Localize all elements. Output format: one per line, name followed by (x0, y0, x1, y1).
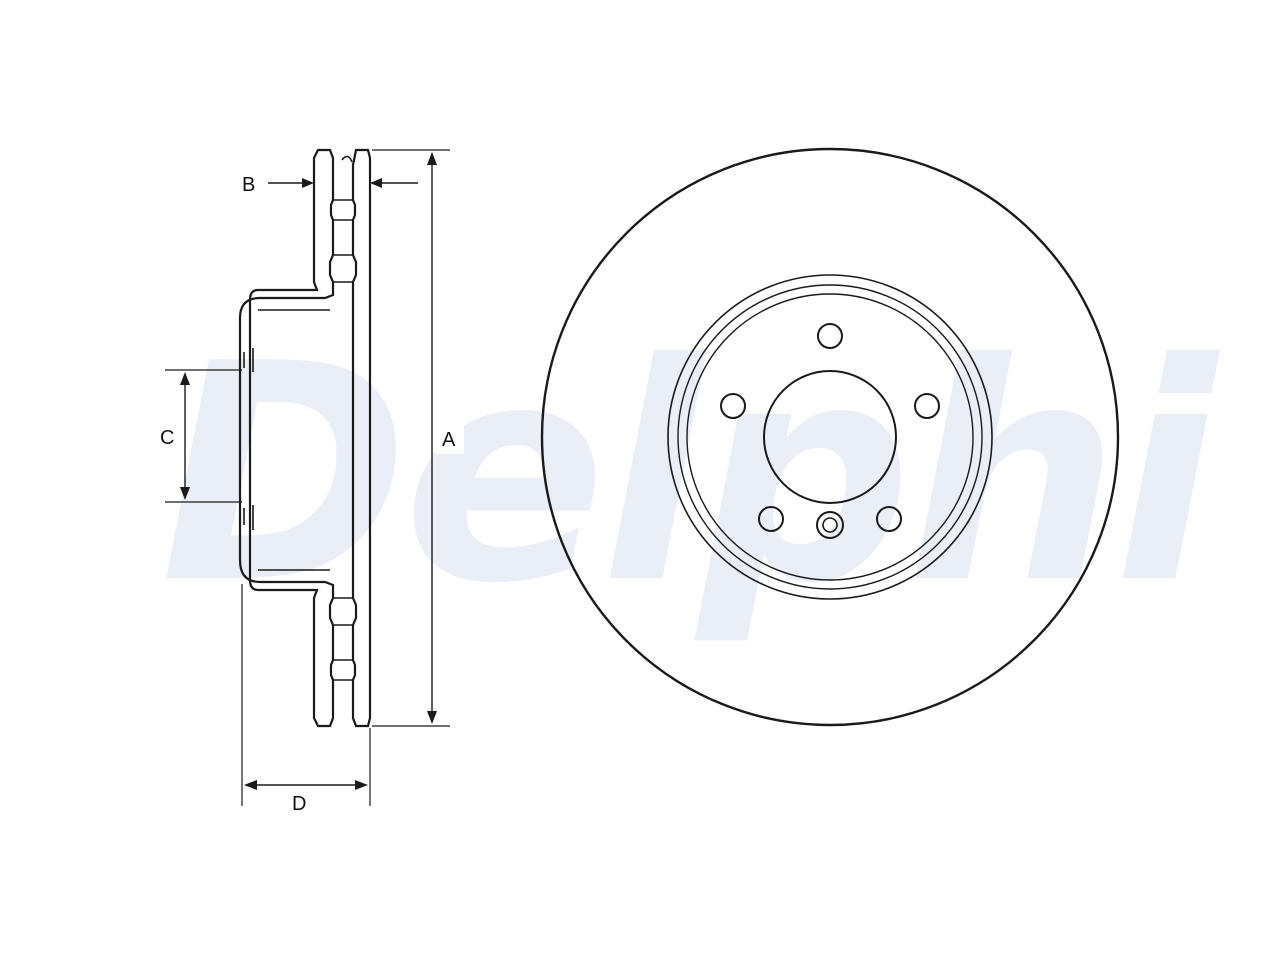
vent-vane-detail (333, 155, 353, 681)
dimension-b: B (242, 174, 418, 196)
bolt-hole (720, 393, 746, 419)
dimension-a: A (372, 149, 464, 727)
locating-screw-hole (816, 511, 844, 539)
disc-profile-outline (238, 148, 335, 728)
dimension-label-c: C (160, 427, 174, 449)
dimension-d: D (241, 584, 371, 815)
disc-outer-edge (540, 147, 1120, 727)
hat-ring-2 (677, 284, 983, 590)
bolt-hole (758, 506, 784, 532)
hat-inner-lines (243, 309, 330, 571)
front-view-disc (540, 147, 1120, 727)
center-bore (763, 370, 897, 504)
dimension-label-b: B (242, 174, 255, 196)
dimension-c: C (160, 369, 242, 503)
locating-screw-inner (822, 517, 838, 533)
side-view-cross-section (238, 148, 372, 728)
bolt-hole (876, 506, 902, 532)
hat-outer-ring (667, 274, 993, 600)
dimension-label-d: D (292, 793, 306, 815)
bolt-hole (914, 393, 940, 419)
hat-ring-3 (686, 293, 974, 581)
disc-outer-cheek (351, 148, 372, 728)
dimension-label-a: A (442, 429, 456, 451)
bolt-hole (817, 323, 843, 349)
delphi-watermark-logo: Delphi (160, 300, 1221, 649)
